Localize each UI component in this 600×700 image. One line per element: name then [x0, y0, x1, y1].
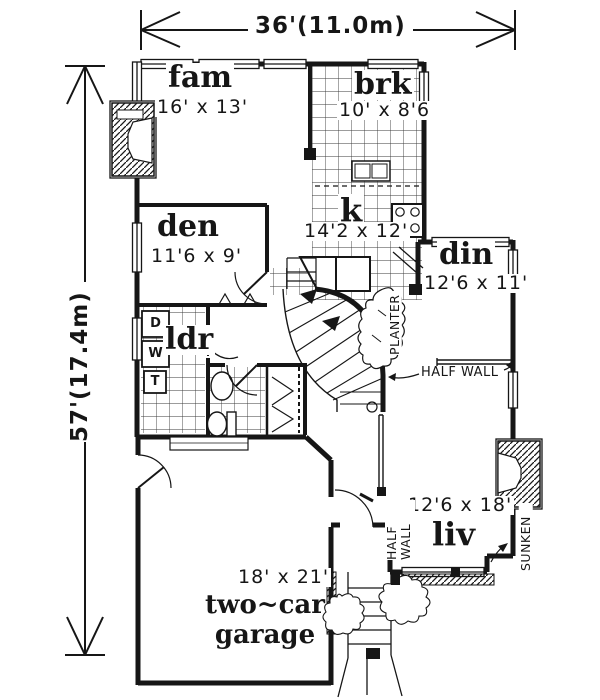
shrub [378, 574, 431, 625]
garage-step [169, 436, 249, 451]
laundry-fixtures [141, 310, 249, 451]
stair-direction-arrow [300, 289, 317, 304]
bathroom-sink [210, 371, 234, 401]
wall-posts [304, 148, 460, 659]
room-label-kitchen: k [338, 191, 365, 229]
room-label-garage: two~car garage [205, 590, 325, 650]
half-wall-entry-label: HALF WALL [384, 500, 415, 560]
closet-bifold-doors [271, 376, 295, 433]
dryer-label: D [150, 316, 161, 331]
room-size-den: 11'6 x 9' [149, 245, 245, 267]
doors [137, 271, 374, 528]
room-size-din: 12'6 x 11' [422, 272, 531, 294]
bathroom-fixtures [206, 371, 237, 437]
shrub [322, 593, 365, 636]
family-room-fireplace [109, 100, 157, 179]
front-porch [322, 571, 495, 698]
half-walls [378, 358, 511, 488]
room-label-brk: brk [352, 67, 414, 102]
room-label-den: den [155, 209, 221, 244]
room-size-fam: 16' x 13' [155, 96, 251, 118]
room-label-liv: liv [430, 515, 477, 553]
sunken-step-arrow [498, 543, 508, 552]
room-size-kitchen: 14'2 x 12' [302, 220, 411, 242]
half-wall-label: HALF WALL [421, 365, 499, 381]
laundry-tub-label: T [150, 374, 160, 389]
room-size-liv: 12'6 x 18' [406, 494, 515, 516]
windows [131, 58, 519, 578]
sunken-label: SUNKEN [518, 503, 533, 571]
laundry-tub-box [143, 370, 167, 394]
stair-direction-arrow [322, 316, 340, 331]
width-dimension-label: 36'(11.0m) [248, 13, 413, 39]
room-label-ldr: ldr [163, 322, 216, 357]
kitchen-fixtures [298, 160, 424, 292]
room-size-brk: 10' x 8'6 [337, 99, 433, 121]
room-label-din: din [437, 237, 496, 272]
height-dimension-label: 57'(17.4m) [60, 282, 100, 442]
room-label-fam: fam [166, 60, 235, 95]
kitchen-island [335, 256, 371, 292]
washer-label: W [148, 346, 163, 361]
room-size-garage: 18' x 21' [236, 566, 332, 588]
planter-label: PLANTER [387, 291, 402, 355]
toilet [206, 411, 228, 437]
